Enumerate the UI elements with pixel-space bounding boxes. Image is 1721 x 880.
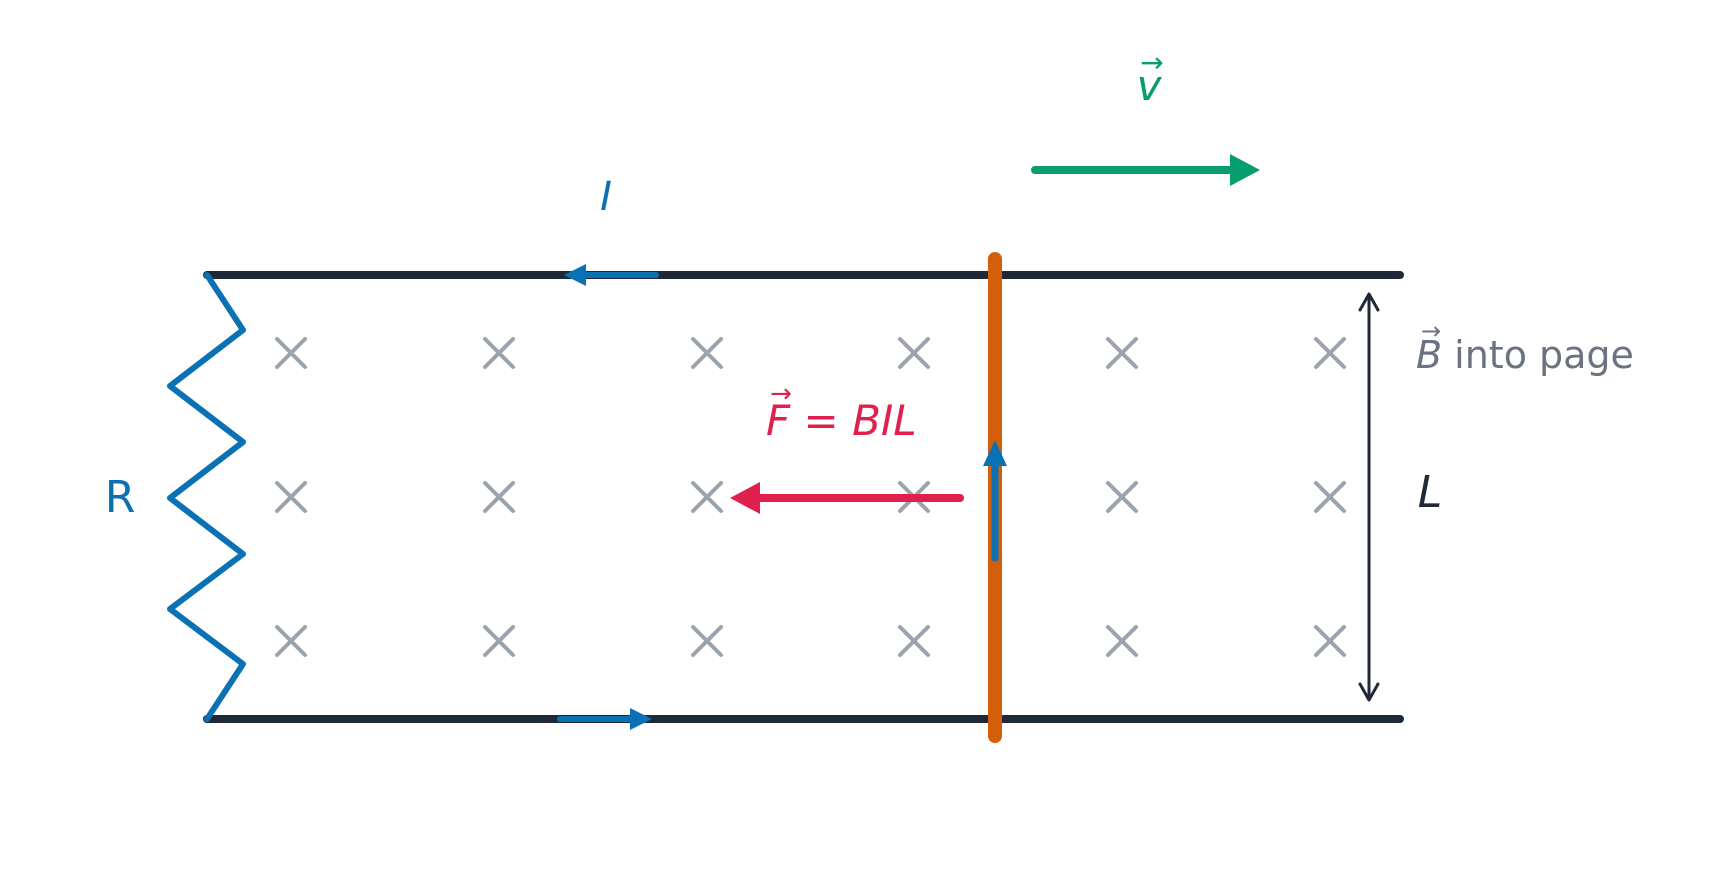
arrow-icon (564, 264, 586, 286)
cross-icon (483, 625, 515, 657)
cross-icon (1106, 481, 1138, 513)
cross-icon (275, 625, 307, 657)
cross-icon (898, 337, 930, 369)
cross-icon (691, 625, 723, 657)
arrow-icon (630, 708, 652, 730)
svg-text:B into page: B into page (1416, 333, 1634, 377)
force-label: F = BIL → (766, 379, 917, 445)
arrow-icon (1230, 154, 1260, 186)
cross-icon (691, 481, 723, 513)
svg-text:→: → (1421, 317, 1441, 345)
cross-icon (1314, 337, 1346, 369)
svg-text:F = BIL: F = BIL (766, 396, 917, 445)
cross-icon (898, 625, 930, 657)
cross-icon (483, 481, 515, 513)
current-label: I (600, 174, 612, 220)
current-arrow-rod (983, 440, 1007, 562)
cross-icon (691, 337, 723, 369)
length-dimension (1358, 292, 1380, 702)
svg-text:→: → (1140, 46, 1163, 79)
cross-icon (1106, 337, 1138, 369)
cross-icon (483, 337, 515, 369)
current-arrow-bottom (557, 708, 652, 730)
cross-icon (1314, 625, 1346, 657)
cross-icon (1106, 625, 1138, 657)
field-label: B into page → (1416, 317, 1634, 377)
velocity-arrow (1031, 154, 1260, 186)
resistor-label: R (105, 472, 136, 523)
arrow-icon (730, 482, 760, 514)
cross-icon (275, 481, 307, 513)
force-arrow (730, 482, 964, 514)
arrow-icon (983, 440, 1007, 466)
cross-icon (1314, 481, 1346, 513)
length-label: L (1418, 467, 1443, 518)
cross-icon (275, 337, 307, 369)
magnetic-field-grid (275, 337, 1346, 657)
current-arrow-top (564, 264, 659, 286)
svg-text:v: v (1137, 61, 1163, 110)
svg-text:→: → (770, 379, 792, 409)
resistor (167, 272, 246, 722)
velocity-label: v → (1137, 46, 1164, 110)
